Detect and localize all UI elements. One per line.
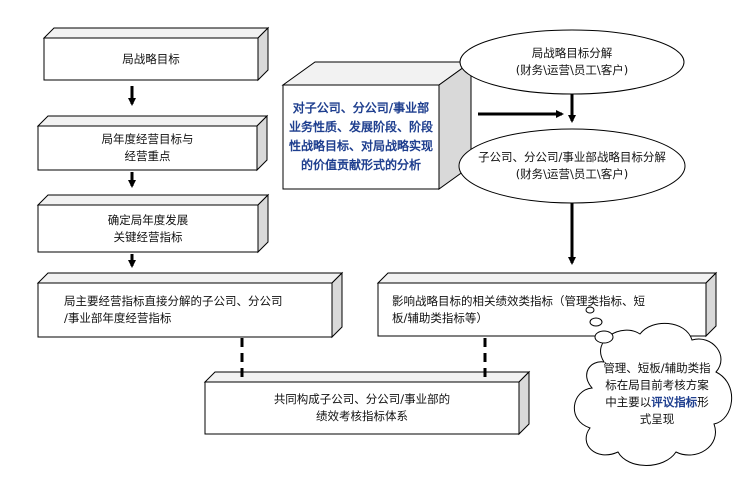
label-bureau-decomp: 局战略目标分解 (财务\运营\员工\客户) (460, 42, 684, 82)
box-annual-goal (36, 114, 269, 172)
sub-decomp-dims: (财务\运营\员工\客户) (515, 167, 629, 181)
box-analysis (281, 61, 473, 190)
box-key-indicators (36, 193, 270, 254)
label-sub-decomp: 子公司、分公司/事业部战略目标分解 (财务\运营\员工\客户) (459, 146, 685, 186)
label-analysis: 对子公司、分公司/事业部 业务性质、发展阶段、阶段 性战略目标、对局战略实现 的… (288, 101, 433, 172)
label-cloud: 管理、短板/辅助类指标在局目前考核方案中主要以评议指标形式呈现 (602, 356, 712, 442)
dashed-connectors (240, 338, 487, 379)
box-combined (203, 370, 531, 436)
label-bureau-goal: 局战略目标 (122, 51, 180, 66)
arrows-right-column (478, 94, 576, 265)
cloud-text-emphasis: 评议指标 (651, 395, 698, 409)
label-combined: 共同构成子公司、分公司/事业部的 绩效考核指标体系 (273, 392, 451, 423)
cloud-text-post: 形式呈现 (639, 395, 709, 426)
bureau-decomp-title: 局战略目标分解 (531, 46, 613, 60)
label-decomposed: 局主要经营指标直接分解的子公司、分公司 /事业部年度经营指标 (64, 294, 283, 325)
label-annual-goal: 局年度经营目标与 经营重点 (101, 132, 194, 163)
cloud-callout (573, 306, 732, 466)
label-key-indicators: 确定局年度发展 关键经营指标 (107, 212, 189, 244)
sub-decomp-title: 子公司、分公司/事业部战略目标分解 (478, 150, 666, 164)
bureau-decomp-dims: (财务\运营\员工\客户) (515, 63, 629, 77)
label-related: 影响战略目标的相关绩效类指标（管理类指标、短 板/辅助类指标等） (392, 293, 645, 325)
cloud-text-pre: 管理、短板/辅助类指标在局目前考核方案中主要以 (603, 361, 711, 409)
box-bureau-goal (42, 26, 270, 82)
box-decomposed (36, 271, 344, 339)
